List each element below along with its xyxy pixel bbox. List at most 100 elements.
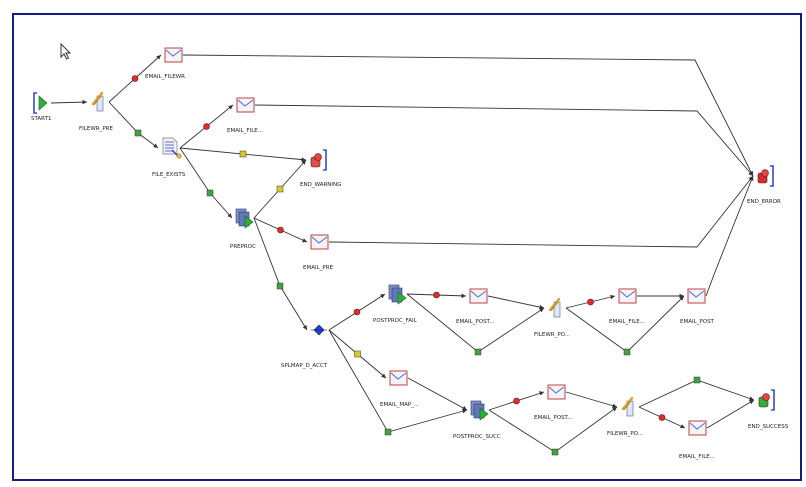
node-label: FILE_EXISTS — [152, 172, 186, 178]
node-label: EMAIL_MAP_... — [380, 402, 419, 408]
node-label: PREPROC — [230, 244, 256, 250]
process-icon — [235, 208, 254, 229]
node-label: POSTPROC_SUCC — [453, 434, 501, 440]
process-icon — [388, 284, 407, 305]
node-label: EMAIL_PRE — [303, 265, 334, 271]
node-end-error[interactable]: END_ERROR — [747, 165, 781, 205]
node-email-post-2[interactable]: EMAIL_POST... — [534, 384, 573, 421]
file-wait-icon — [621, 396, 634, 417]
node-label: FILEWR_PRE — [79, 126, 113, 132]
node-postproc-fail[interactable]: POSTPROC_FAIL — [373, 284, 418, 324]
node-email-post-1[interactable]: EMAIL_POST... — [456, 288, 495, 325]
success-link-icon — [134, 129, 142, 137]
node-preproc[interactable]: PREPROC — [230, 208, 256, 250]
node-splmp[interactable]: SPLMAP_D_ACCT — [281, 324, 328, 369]
failure-link-icon — [587, 298, 594, 306]
node-email-map[interactable]: EMAIL_MAP_... — [380, 370, 419, 408]
edge-splmp-to-email_map[interactable] — [328, 329, 387, 379]
warning-link-icon — [276, 185, 284, 193]
node-email-post[interactable]: EMAIL_POST — [680, 288, 715, 325]
edge-filewr_po_2-to-email_file_3[interactable] — [638, 406, 686, 429]
node-label: END_WARNING — [300, 182, 341, 188]
node-filewr-po-1[interactable]: FILEWR_PO... — [534, 297, 570, 338]
node-filewr-po-2[interactable]: FILEWR_PO... — [607, 396, 643, 437]
email-icon — [687, 288, 706, 304]
node-email-file-1[interactable]: EMAIL_FILE... — [227, 97, 263, 134]
node-email-filewr[interactable]: EMAIL_FILEWR — [145, 47, 185, 80]
end-icon — [757, 165, 774, 187]
edge-postproc_succ-to-email_post_2[interactable] — [488, 391, 545, 411]
edge-filewr_pre-to-email_filewr[interactable] — [108, 54, 162, 103]
node-start[interactable]: START1 — [31, 92, 51, 122]
node-label: EMAIL_FILE... — [679, 454, 715, 460]
success-link-icon — [474, 348, 482, 356]
node-label: EMAIL_POST... — [456, 319, 495, 325]
edge-email_map-to-postproc_succ[interactable] — [407, 377, 468, 411]
edge-file_exists-to-end_warning[interactable] — [179, 147, 307, 162]
failure-link-icon — [513, 397, 520, 405]
failure-link-icon — [433, 291, 440, 299]
success-link-icon — [276, 282, 284, 290]
failure-link-icon — [353, 308, 361, 316]
edge-preproc-to-email_pre[interactable] — [253, 217, 308, 243]
failure-link-icon — [658, 414, 666, 421]
node-end-warning[interactable]: END_WARNING — [300, 149, 341, 188]
edge-file_exists-to-preproc[interactable] — [179, 147, 233, 219]
node-email-file-2[interactable]: EMAIL_FILE... — [609, 288, 645, 325]
edge-filewr_po_2-to-end_success[interactable] — [638, 376, 755, 408]
node-label: END_ERROR — [747, 199, 781, 205]
edge-email_post_2-to-filewr_po_2[interactable] — [565, 391, 618, 408]
process-icon — [470, 400, 489, 421]
edge-postproc_fail-to-email_post_1[interactable] — [406, 291, 467, 299]
start-icon — [33, 92, 48, 114]
end-icon — [758, 389, 775, 411]
edge-email_file_1-to-end_error[interactable] — [254, 104, 754, 177]
node-label: POSTPROC_FAIL — [373, 318, 418, 324]
edge-filewr_po_1-to-email_file_2[interactable] — [565, 294, 616, 309]
end-icon — [310, 149, 327, 171]
failure-link-icon — [203, 123, 210, 130]
node-email-file-3[interactable]: EMAIL_FILE... — [679, 420, 715, 460]
edge-start-to-filewr_pre[interactable] — [50, 99, 88, 105]
node-email-pre[interactable]: EMAIL_PRE — [303, 234, 334, 271]
success-link-icon — [623, 348, 631, 356]
node-label: EMAIL_FILE... — [609, 319, 645, 325]
node-end-success[interactable]: END_SUCCESS — [748, 389, 789, 430]
edge-postproc_succ-to-filewr_po_2[interactable] — [488, 406, 618, 456]
node-file-exists[interactable]: FILE_EXISTS — [152, 137, 186, 178]
file-wait-icon — [548, 297, 561, 318]
success-link-icon — [384, 428, 392, 436]
edge-filewr_po_1-to-email_post[interactable] — [565, 295, 685, 356]
success-link-icon — [693, 376, 701, 384]
email-icon — [164, 47, 183, 63]
node-filewr-pre[interactable]: FILEWR_PRE — [79, 91, 113, 132]
node-label: EMAIL_FILE... — [227, 128, 263, 134]
warning-link-icon — [354, 350, 361, 358]
edge-file_exists-to-email_file_1[interactable] — [179, 104, 234, 149]
edge-postproc_fail-to-filewr_po_1[interactable] — [406, 293, 545, 356]
edge-filewr_pre-to-file_exists[interactable] — [108, 101, 159, 149]
node-label: EMAIL_FILEWR — [145, 74, 185, 80]
email-icon — [547, 384, 566, 400]
node-label: FILEWR_PO... — [534, 332, 570, 338]
node-label: START1 — [31, 116, 51, 122]
email-icon — [688, 420, 707, 436]
edge-email_file_3-to-end_success[interactable] — [706, 399, 755, 429]
edge-email_pre-to-end_error[interactable] — [328, 175, 754, 248]
node-label: SPLMAP_D_ACCT — [281, 363, 328, 369]
node-label: EMAIL_POST... — [534, 415, 573, 421]
edge-email_post-to-end_error[interactable] — [705, 175, 754, 297]
edge-splmp-to-postproc_fail[interactable] — [328, 293, 386, 331]
decision-icon — [311, 324, 327, 336]
node-label: EMAIL_POST — [680, 319, 715, 325]
edge-email_filewr-to-end_error[interactable] — [182, 54, 754, 177]
edge-splmp-to-postproc_succ[interactable] — [328, 329, 468, 436]
edge-preproc-to-splmp[interactable] — [253, 217, 308, 331]
node-postproc-succ[interactable]: POSTPROC_SUCC — [453, 400, 501, 440]
failure-link-icon — [131, 75, 139, 82]
warning-link-icon — [239, 150, 247, 158]
email-icon — [389, 370, 408, 386]
edge-email_post_1-to-filewr_po_1[interactable] — [487, 295, 545, 310]
edge-preproc-to-end_warning[interactable] — [253, 159, 307, 219]
